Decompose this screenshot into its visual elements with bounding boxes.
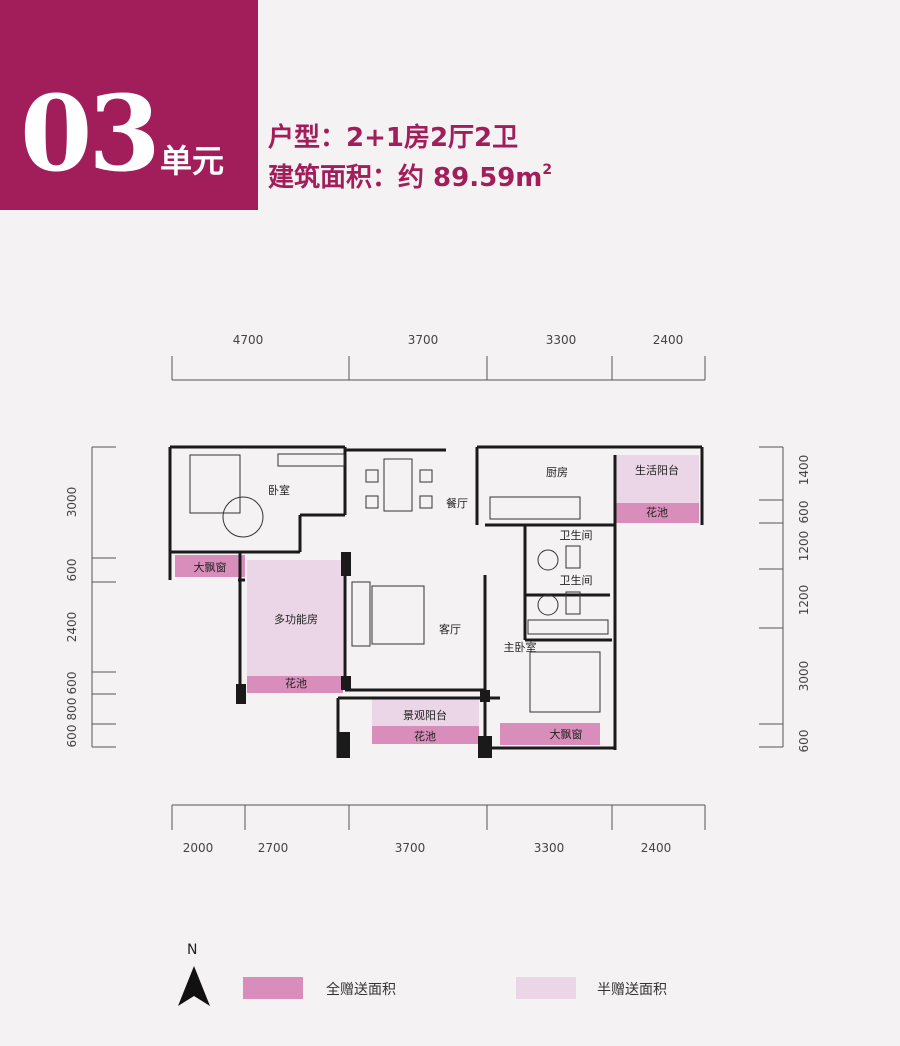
toilet bbox=[565, 591, 581, 615]
dim-top-2: 3700 bbox=[408, 333, 439, 347]
dim-top-4: 2400 bbox=[653, 333, 684, 347]
dining-table bbox=[383, 458, 413, 512]
washbasin bbox=[537, 594, 559, 616]
scenic-planter-fill bbox=[372, 726, 479, 744]
dining-chair bbox=[365, 495, 379, 509]
gift-area-fills bbox=[175, 455, 699, 745]
room-kitchen: 厨房 bbox=[546, 466, 568, 479]
dim-right-6: 600 bbox=[797, 730, 811, 753]
dim-left-2: 600 bbox=[65, 559, 79, 582]
room-planter-multipurpose: 花池 bbox=[285, 677, 307, 690]
unit-suffix: 单元 bbox=[160, 142, 225, 180]
dim-left-4: 600 bbox=[65, 672, 79, 695]
sofa bbox=[351, 581, 371, 647]
area-text: 建筑面积：约 89.59m bbox=[268, 163, 543, 193]
walls bbox=[168, 445, 704, 758]
right-bay-window-fill bbox=[500, 723, 600, 745]
round-rug-left bbox=[222, 496, 264, 538]
unit-banner: 03 单元 bbox=[0, 0, 258, 210]
unit-number: 03 bbox=[20, 72, 161, 195]
dining-chair bbox=[419, 469, 433, 483]
dim-left-5: 800 bbox=[65, 698, 79, 721]
room-dining: 餐厅 bbox=[446, 496, 468, 510]
room-scenic-balcony: 景观阳台 bbox=[403, 708, 447, 722]
room-master-bedroom: 主卧室 bbox=[504, 640, 537, 654]
dim-bottom-5: 2400 bbox=[641, 841, 672, 855]
dim-left-3: 2400 bbox=[65, 612, 79, 643]
dining-chair bbox=[419, 495, 433, 509]
legend-full-gift-swatch bbox=[243, 977, 303, 999]
legend-half-gift-label: 半赠送面积 bbox=[597, 982, 667, 998]
dim-right-5: 3000 bbox=[797, 661, 811, 692]
multipurpose-room-fill bbox=[247, 560, 343, 676]
dimension-lines bbox=[91, 356, 784, 830]
dim-bottom-3: 3700 bbox=[395, 841, 426, 855]
coffee-table bbox=[371, 585, 425, 645]
room-bathroom-1: 卫生间 bbox=[560, 528, 593, 542]
north-label: N bbox=[187, 942, 198, 958]
room-planter-scenic: 花池 bbox=[414, 730, 436, 743]
wardrobe-left bbox=[277, 453, 345, 467]
dim-left-6: 600 bbox=[65, 725, 79, 748]
washbasin bbox=[537, 549, 559, 571]
dim-right-1: 1400 bbox=[797, 455, 811, 486]
area-superscript: 2 bbox=[542, 162, 553, 178]
master-bed bbox=[529, 651, 601, 713]
legend-half-gift-swatch bbox=[516, 977, 576, 999]
room-planter-kitchen: 花池 bbox=[646, 506, 668, 519]
multipurpose-planter-fill bbox=[247, 676, 343, 693]
room-utility-balcony: 生活阳台 bbox=[635, 463, 679, 477]
room-multipurpose: 多功能房 bbox=[274, 612, 318, 626]
room-bedroom: 卧室 bbox=[268, 483, 290, 497]
kitchen-counter bbox=[489, 496, 581, 520]
layout-label: 户型：2+1房2厅2卫 bbox=[268, 123, 519, 153]
room-living: 客厅 bbox=[439, 622, 461, 636]
dim-top-1: 4700 bbox=[233, 333, 264, 347]
dim-bottom-1: 2000 bbox=[183, 841, 214, 855]
dim-right-3: 1200 bbox=[797, 531, 811, 562]
dim-bottom-2: 2700 bbox=[258, 841, 289, 855]
room-bathroom-2: 卫生间 bbox=[560, 573, 593, 587]
utility-balcony-fill bbox=[614, 455, 699, 503]
north-arrow-icon bbox=[178, 966, 210, 1006]
master-wardrobe bbox=[527, 619, 609, 635]
legend-full-gift-label: 全赠送面积 bbox=[326, 982, 396, 998]
unit-info: 户型：2+1房2厅2卫 建筑面积：约 89.59m2 bbox=[268, 122, 552, 194]
dim-right-4: 1200 bbox=[797, 585, 811, 616]
area-label: 建筑面积：约 89.59m2 bbox=[268, 154, 552, 194]
bed-left bbox=[189, 454, 241, 514]
dim-bottom-4: 3300 bbox=[534, 841, 565, 855]
left-bay-window-fill bbox=[175, 555, 245, 577]
room-bay-window-right: 大飘窗 bbox=[550, 727, 583, 741]
scenic-balcony-fill bbox=[372, 698, 479, 726]
toilet bbox=[565, 545, 581, 569]
dim-right-2: 600 bbox=[797, 501, 811, 524]
dining-chair bbox=[365, 469, 379, 483]
dim-left-1: 3000 bbox=[65, 487, 79, 518]
wall-posts bbox=[236, 552, 492, 758]
dim-top-3: 3300 bbox=[546, 333, 577, 347]
furniture bbox=[189, 453, 609, 713]
room-bay-window-left: 大飘窗 bbox=[194, 560, 227, 574]
kitchen-planter-fill bbox=[614, 503, 699, 523]
